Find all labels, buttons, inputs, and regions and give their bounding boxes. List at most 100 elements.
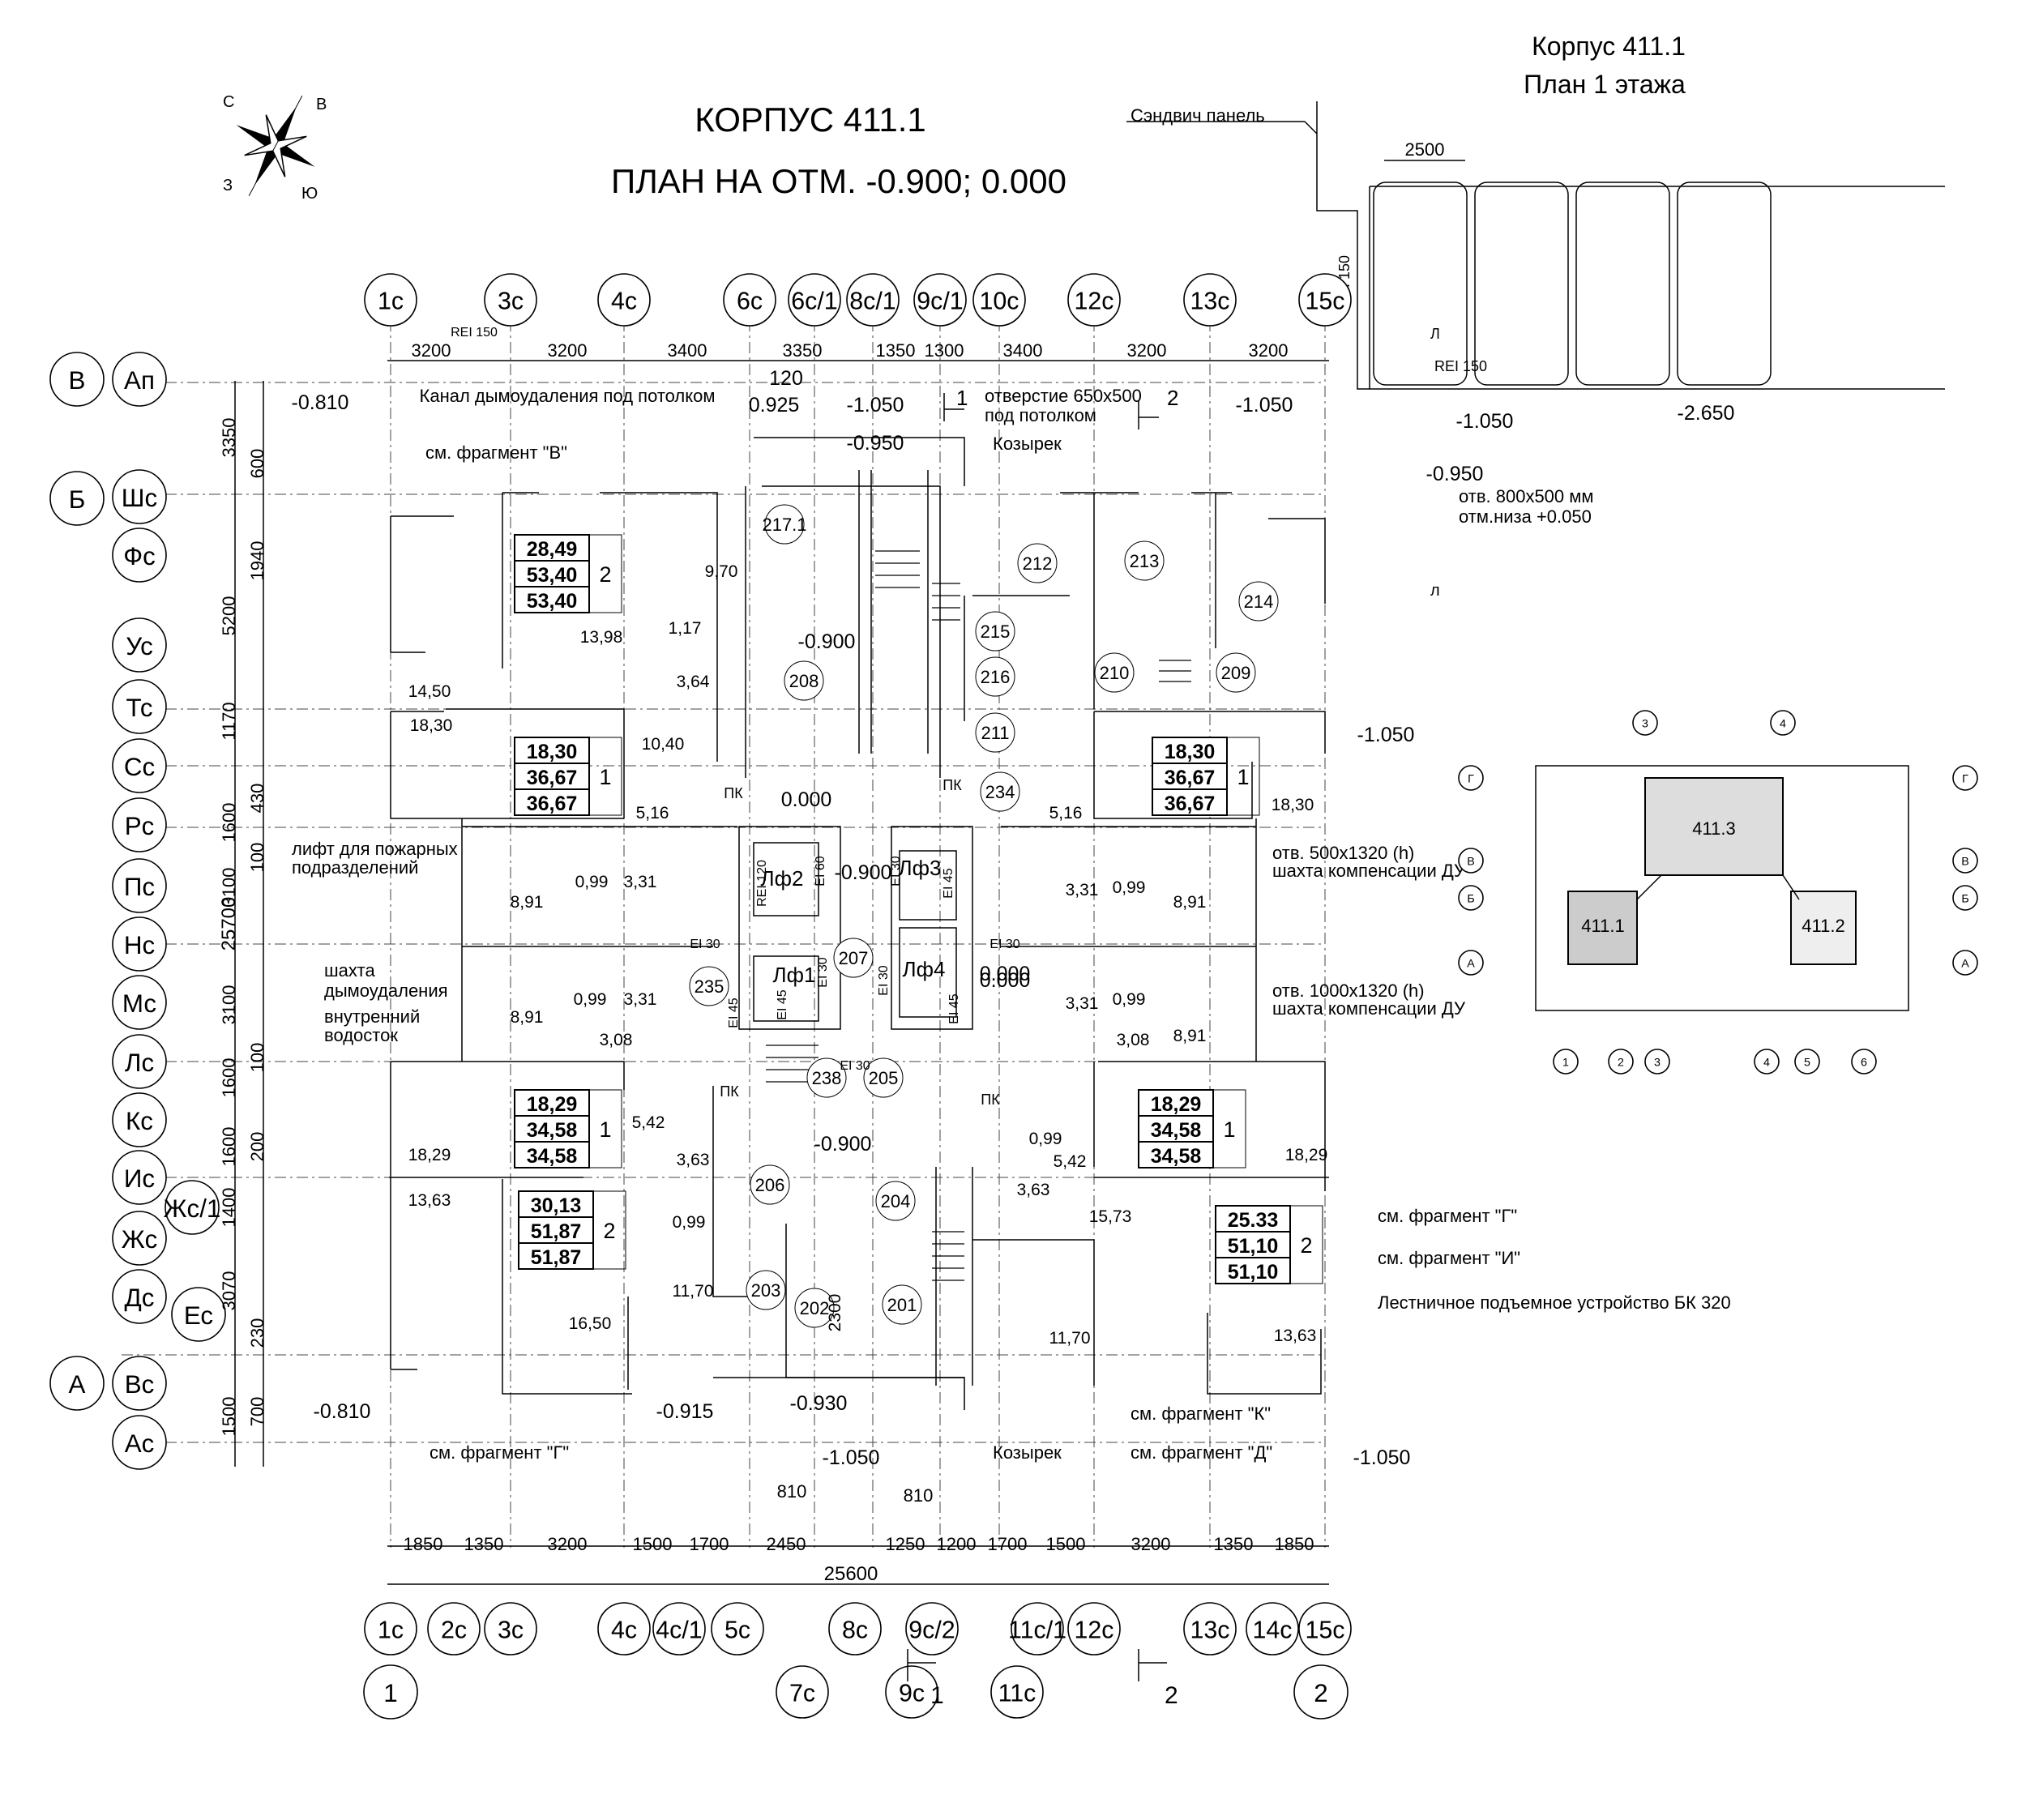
room-number-213: 213 bbox=[1130, 551, 1160, 571]
dim-bottom-3: 3200 bbox=[548, 1534, 588, 1554]
apartment-value-6-2: 51,87 bbox=[531, 1220, 582, 1243]
dim-left-17: 230 bbox=[247, 1318, 267, 1348]
key-axis-bottom-1-label: 1 bbox=[1562, 1056, 1569, 1069]
fire-rating-13: EI 45 bbox=[776, 989, 789, 1019]
note-frag-k: см. фрагмент "К" bbox=[1131, 1403, 1271, 1424]
axis-left-9: Нс bbox=[112, 916, 167, 972]
fire-hydrant-pk-4: ПК bbox=[981, 1092, 1000, 1108]
level-mark-5: -1.050 bbox=[1236, 394, 1293, 417]
apartment-value-5-1: 18,29 bbox=[1151, 1093, 1202, 1116]
axis-bottom-2-label: 2с bbox=[441, 1617, 467, 1644]
room-tag-211: 211 bbox=[975, 712, 1015, 753]
fire-rating-12: EI 30 bbox=[840, 1059, 870, 1073]
dim-top-4: 3350 bbox=[783, 340, 823, 361]
axis-bubbles-bottom-row-2: 7с 9с 11с bbox=[776, 1665, 1044, 1719]
area-value-24: 3,08 bbox=[1117, 1031, 1150, 1049]
dim-left-18: 700 bbox=[247, 1397, 267, 1427]
room-tag-213: 213 bbox=[1124, 540, 1165, 581]
key-axis-bottom-4: 4 bbox=[1754, 1049, 1780, 1074]
area-value-9: 5,16 bbox=[1049, 804, 1083, 822]
key-plan-block-411-3: 411.3 bbox=[1692, 818, 1735, 839]
level-mark-6: -0.900 bbox=[798, 630, 856, 653]
axis-left-2: Шс bbox=[112, 469, 167, 524]
compass-west: З bbox=[223, 177, 233, 194]
axis-top-7: 9с/1 bbox=[913, 273, 967, 327]
axis-bottom-9-label: 11с/1 bbox=[1008, 1617, 1066, 1644]
key-row-right-4-label: А bbox=[1961, 957, 1969, 970]
area-value-3: 1,17 bbox=[669, 619, 702, 638]
key-plan-block-411-2: 411.2 bbox=[1802, 916, 1844, 936]
axis-top-2-label: 3с bbox=[498, 288, 524, 315]
key-row-right-4: А bbox=[1952, 950, 1978, 976]
dim-bottom-4: 1500 bbox=[633, 1534, 673, 1554]
lift-label-2: Лф3 bbox=[899, 856, 942, 880]
axis-bottom-1-label: 1с bbox=[378, 1617, 404, 1644]
dim-bottom-13: 1850 bbox=[1275, 1534, 1314, 1554]
apartment-value-1-3: 53,40 bbox=[527, 590, 578, 613]
axis-bottom2-3-label: 11с bbox=[998, 1680, 1037, 1707]
dim-left-10: 3100 bbox=[219, 985, 239, 1025]
apartment-value-6-1: 30,13 bbox=[531, 1194, 582, 1217]
room-number-201: 201 bbox=[887, 1295, 917, 1315]
key-axis-bottom-4-label: 4 bbox=[1763, 1056, 1770, 1069]
key-axis-bottom-1: 1 bbox=[1553, 1049, 1579, 1074]
parking-fragment: 2500 Сэндвич панель REI 150 REI 150 Л л bbox=[1126, 101, 1945, 600]
area-value-30: 16,50 bbox=[569, 1314, 612, 1333]
section-l-top: Л bbox=[1430, 326, 1440, 342]
room-number-212: 212 bbox=[1023, 553, 1053, 574]
note-shaft2: дымоудаления bbox=[324, 980, 448, 1001]
area-value-36: 18,29 bbox=[1285, 1146, 1328, 1164]
axis-top-10-label: 13с bbox=[1190, 288, 1230, 315]
axis-left-3: Фс bbox=[112, 528, 167, 583]
axis-bottom-13: 15с bbox=[1298, 1602, 1352, 1656]
room-tag-203: 203 bbox=[746, 1270, 786, 1310]
key-axis-bottom-6-label: 6 bbox=[1861, 1056, 1867, 1069]
axis-top-5-label: 6с/1 bbox=[791, 288, 837, 315]
axis-bottom2-2-label: 9с bbox=[899, 1680, 925, 1707]
key-axis-bottom-6: 6 bbox=[1851, 1049, 1877, 1074]
area-value-38: 13,63 bbox=[1274, 1327, 1317, 1345]
axis-left-8: Пс bbox=[112, 858, 167, 913]
axis-left-14-label: Жс bbox=[122, 1225, 158, 1254]
area-value-32: 0,99 bbox=[1029, 1130, 1062, 1148]
axis-left-1-label: Ап bbox=[124, 366, 155, 395]
axis-bottom2-3: 11с bbox=[990, 1665, 1044, 1719]
section-mark-2-bottom: 2 bbox=[1165, 1682, 1178, 1709]
area-value-2: 13,98 bbox=[580, 628, 623, 647]
key-row-right-2: В bbox=[1952, 848, 1978, 874]
apartment-rooms-7: 2 bbox=[1300, 1233, 1312, 1258]
axis-left-4: Ус bbox=[112, 617, 167, 673]
dim-bottom-8: 1200 bbox=[937, 1534, 977, 1554]
note-canopy: Козырек bbox=[993, 434, 1062, 454]
room-number-209: 209 bbox=[1221, 663, 1251, 683]
axis-bottom-9: 11с/1 bbox=[1008, 1602, 1066, 1656]
axis-left-8-label: Пс bbox=[124, 873, 155, 901]
area-value-1: 9,70 bbox=[705, 562, 738, 581]
room-number-203: 203 bbox=[751, 1280, 781, 1301]
room-number-238: 238 bbox=[812, 1068, 842, 1088]
apartment-value-4-1: 18,29 bbox=[527, 1093, 578, 1116]
area-value-23: 3,08 bbox=[600, 1031, 633, 1049]
axis-bottom2-1: 7с bbox=[776, 1665, 829, 1719]
apartment-value-2-1: 18,30 bbox=[527, 741, 578, 763]
axis-top-3: 4с bbox=[597, 273, 651, 327]
axis-bottom-12: 14с bbox=[1246, 1602, 1299, 1656]
axis-bubbles-left-extra: Жс/1Ес bbox=[164, 1180, 226, 1342]
axis-bottom-6: 5с bbox=[711, 1602, 764, 1656]
room-number-205: 205 bbox=[869, 1068, 899, 1088]
note-otv800b: отм.низа +0.050 bbox=[1459, 506, 1592, 527]
fire-rating-5: EI 45 bbox=[942, 868, 955, 898]
note-lift-fire: лифт для пожарных bbox=[292, 839, 458, 859]
room-number-202: 202 bbox=[800, 1298, 830, 1318]
area-value-19: 8,91 bbox=[1173, 893, 1207, 912]
level-mark-7: 0.000 bbox=[781, 788, 832, 811]
axis-left-12: Кс bbox=[112, 1092, 167, 1147]
axis-left-11: Лс bbox=[112, 1034, 167, 1089]
key-row-left-2: В bbox=[1458, 848, 1484, 874]
key-row-right-1-label: Г bbox=[1962, 772, 1968, 785]
